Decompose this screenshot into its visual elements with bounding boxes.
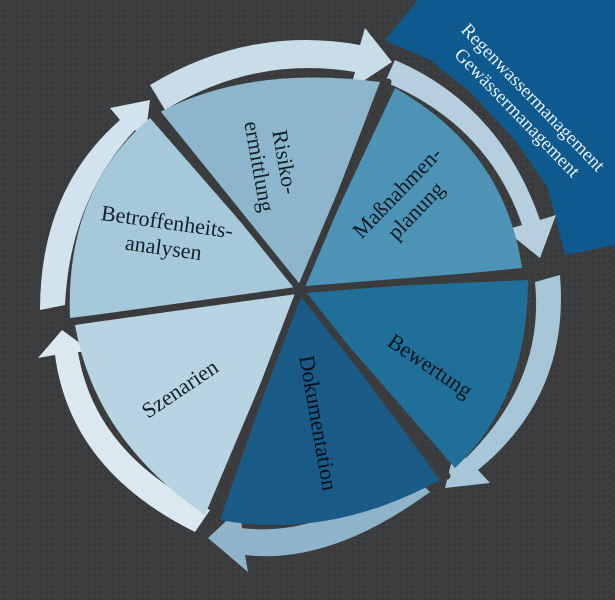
arrow-left-upper (40, 100, 150, 310)
center-segments (69, 77, 528, 525)
segment-dividers (66, 78, 532, 524)
divider-3 (296, 268, 532, 294)
divider-2 (296, 78, 392, 294)
segment-szenarien (75, 290, 300, 515)
segment-betroffenheit (69, 118, 300, 318)
divider-1 (151, 106, 304, 294)
segment-risiko (160, 77, 380, 290)
segment-bewertung (300, 280, 528, 468)
divider-6 (66, 286, 304, 326)
divider-5 (208, 286, 304, 524)
corner-region (385, 0, 615, 255)
segment-massnahmen (300, 88, 522, 290)
divider-4 (296, 286, 451, 480)
arrow-right-lower (445, 275, 561, 488)
arrow-right-upper (385, 60, 556, 258)
segment-dokumentation (220, 290, 440, 525)
arrow-left-lower (38, 330, 210, 532)
arrow-top (150, 28, 392, 110)
